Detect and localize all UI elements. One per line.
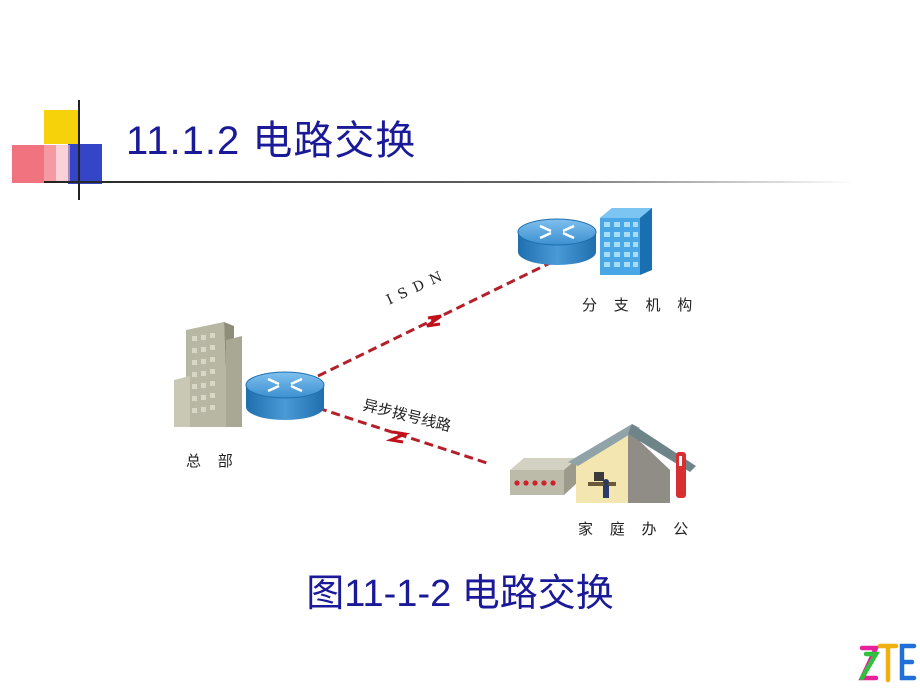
branch-router-icon: [517, 218, 597, 265]
isdn-link: [317, 260, 553, 378]
branch-building-icon: [600, 208, 652, 275]
branch-label: 分 支 机 构: [582, 296, 699, 314]
zte-logo: [858, 643, 917, 683]
figure-caption: 图11-1-2 电路交换: [306, 573, 614, 615]
hq-router-icon: [245, 371, 325, 420]
hq-building-icon: [174, 322, 242, 427]
title-underline: [44, 181, 854, 183]
modem-icon: [510, 458, 578, 495]
slide-title: 11.1.2 电路交换: [126, 119, 417, 163]
hq-label: 总 部: [186, 452, 239, 470]
home-office-icon: [568, 424, 696, 503]
home-label: 家 庭 办 公: [578, 520, 695, 538]
dialup-link: [317, 406, 491, 466]
title-decoration: [12, 100, 102, 200]
